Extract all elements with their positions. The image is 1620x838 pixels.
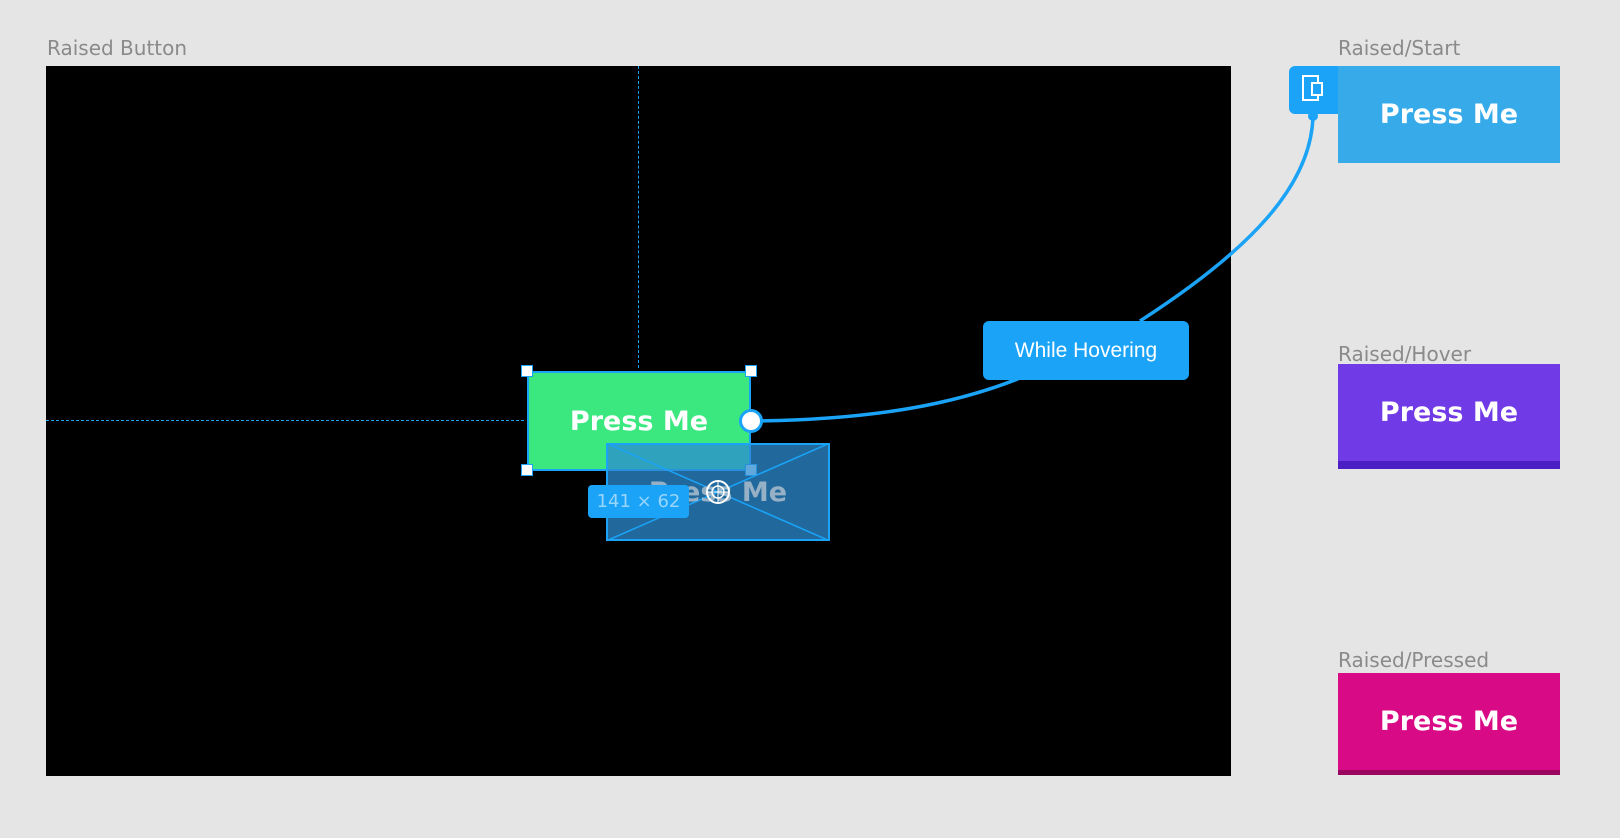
start-state-trigger-tab[interactable] xyxy=(1289,66,1339,114)
frame-label-raised-pressed[interactable]: Raised/Pressed xyxy=(1338,648,1490,672)
dimension-badge: 141 × 62 xyxy=(588,485,689,518)
interaction-connection-handle[interactable] xyxy=(739,409,763,433)
start-button-label: Press Me xyxy=(1379,99,1519,130)
vertical-alignment-guide xyxy=(638,66,639,368)
move-crosshair-icon xyxy=(706,480,730,504)
raised-hover-button[interactable]: Press Me xyxy=(1338,364,1560,469)
resize-handle-top-right[interactable] xyxy=(745,365,757,377)
raised-start-button[interactable]: Press Me xyxy=(1338,66,1560,163)
resize-handle-bottom-left[interactable] xyxy=(521,464,533,476)
hover-button-label: Press Me xyxy=(1379,397,1519,428)
frame-label-raised-hover[interactable]: Raised/Hover xyxy=(1338,342,1472,366)
interaction-trigger-label[interactable]: While Hovering xyxy=(983,321,1189,380)
device-trigger-icon xyxy=(1302,75,1323,101)
horizontal-alignment-guide xyxy=(46,420,524,421)
frame-label-raised-button[interactable]: Raised Button xyxy=(47,36,188,60)
frame-label-raised-start[interactable]: Raised/Start xyxy=(1338,36,1461,60)
raised-pressed-button[interactable]: Press Me xyxy=(1338,673,1560,775)
selected-button-label: Press Me xyxy=(569,405,709,437)
pressed-button-label: Press Me xyxy=(1379,706,1519,737)
resize-handle-top-left[interactable] xyxy=(521,365,533,377)
